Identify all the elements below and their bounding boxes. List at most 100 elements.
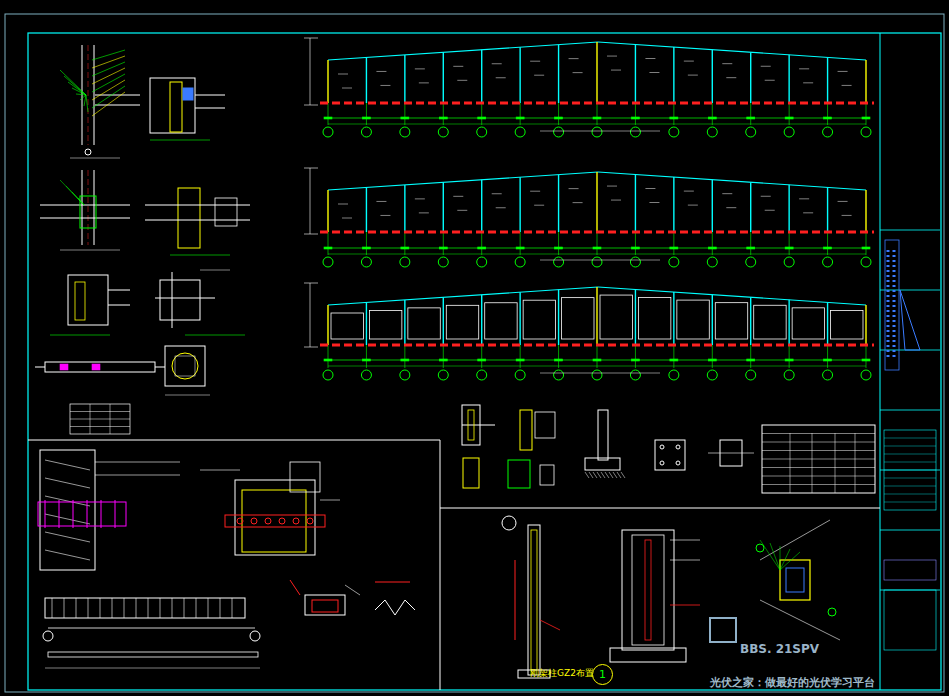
cad-rect [80,196,96,228]
cad-line [320,102,874,105]
cad-line [327,305,328,345]
cad-line [108,290,130,291]
cad-line [780,546,781,570]
cad-line [68,82,86,95]
cad-line [645,58,655,59]
cad-line [328,232,329,255]
cad-line [404,300,405,345]
cad-line [95,462,180,463]
cad-line [136,598,137,618]
cad-line [481,50,482,103]
cad-line [327,190,328,232]
cad-line [780,552,800,570]
cad-rect [28,33,941,690]
axis-bubble [323,257,333,267]
cad-line [492,193,502,194]
cad-line [84,204,85,205]
cad-line [92,56,125,68]
cad-line [569,188,579,189]
cad-line [530,61,540,62]
axis-bubble [400,257,410,267]
cad-line [762,467,875,468]
cad-line [865,190,866,232]
cad-line [799,68,809,69]
axis-bubble [707,127,717,137]
cad-line [611,200,621,201]
cad-rect [540,465,554,485]
cad-rect [792,308,824,339]
cad-line [376,71,386,72]
cad-rect [520,410,532,450]
cad-line [404,232,405,255]
cad-line [304,283,318,284]
cad-line [328,172,598,190]
cad-line [419,212,429,213]
cad-rect [638,298,670,339]
cad-rect [290,462,320,492]
cad-rect [885,240,899,370]
cad-line [712,50,713,103]
cad-line [788,55,789,103]
axis-bubble [438,127,448,137]
cad-rect [585,458,620,470]
cad-rect [312,600,338,612]
cad-line [76,598,77,618]
cad-line [673,232,674,255]
axis-bubble [361,370,371,380]
cad-line [404,185,405,232]
axis-bubble [784,370,794,380]
cad-line [649,202,659,203]
watermark: 光伏之家：做最好的光伏学习平台 [710,675,875,690]
cad-line [827,57,828,103]
cad-line [328,103,329,125]
axis-bubble [361,127,371,137]
axis-bubble [660,461,664,465]
cad-line [310,168,311,234]
cad-rect [175,356,195,376]
cad-line [28,440,440,441]
cad-line [94,45,95,145]
cad-line [73,500,74,528]
cad-line [145,205,250,206]
cad-rect [92,364,100,370]
cad-line [762,476,875,477]
axis-bubble [676,445,680,449]
axis-bubble [554,370,564,380]
cad-line [328,248,866,249]
cad-rect [45,598,245,618]
cad-line [812,433,813,493]
cad-line [196,598,197,618]
cad-line [534,75,544,76]
cad-line [366,232,367,255]
cad-line [304,38,318,39]
cad-line [761,66,771,67]
cad-line [496,77,506,78]
cad-line [76,94,86,95]
cad-line [684,191,694,192]
cad-line [884,454,936,455]
cad-line [884,470,936,471]
cad-line [64,76,86,95]
cad-line [304,347,318,348]
cad-line [328,360,866,361]
cad-line [884,462,936,463]
cad-line [673,103,674,125]
cad-line [415,198,425,199]
callout-number: 1 [599,668,606,681]
cad-line [613,472,617,478]
cad-line [880,410,940,411]
cad-line [440,440,441,690]
cad-line [789,232,790,255]
cad-line [60,250,120,251]
axis-bubble [861,257,871,267]
cad-rect [762,425,875,493]
cad-line [598,42,866,60]
cad-line [108,305,130,306]
cad-line [598,172,866,190]
cad-rect [331,313,363,339]
cad-line [789,345,790,368]
cad-rect [645,540,651,640]
cad-line [789,103,790,125]
cad-line [684,61,694,62]
cad-line [88,45,89,145]
